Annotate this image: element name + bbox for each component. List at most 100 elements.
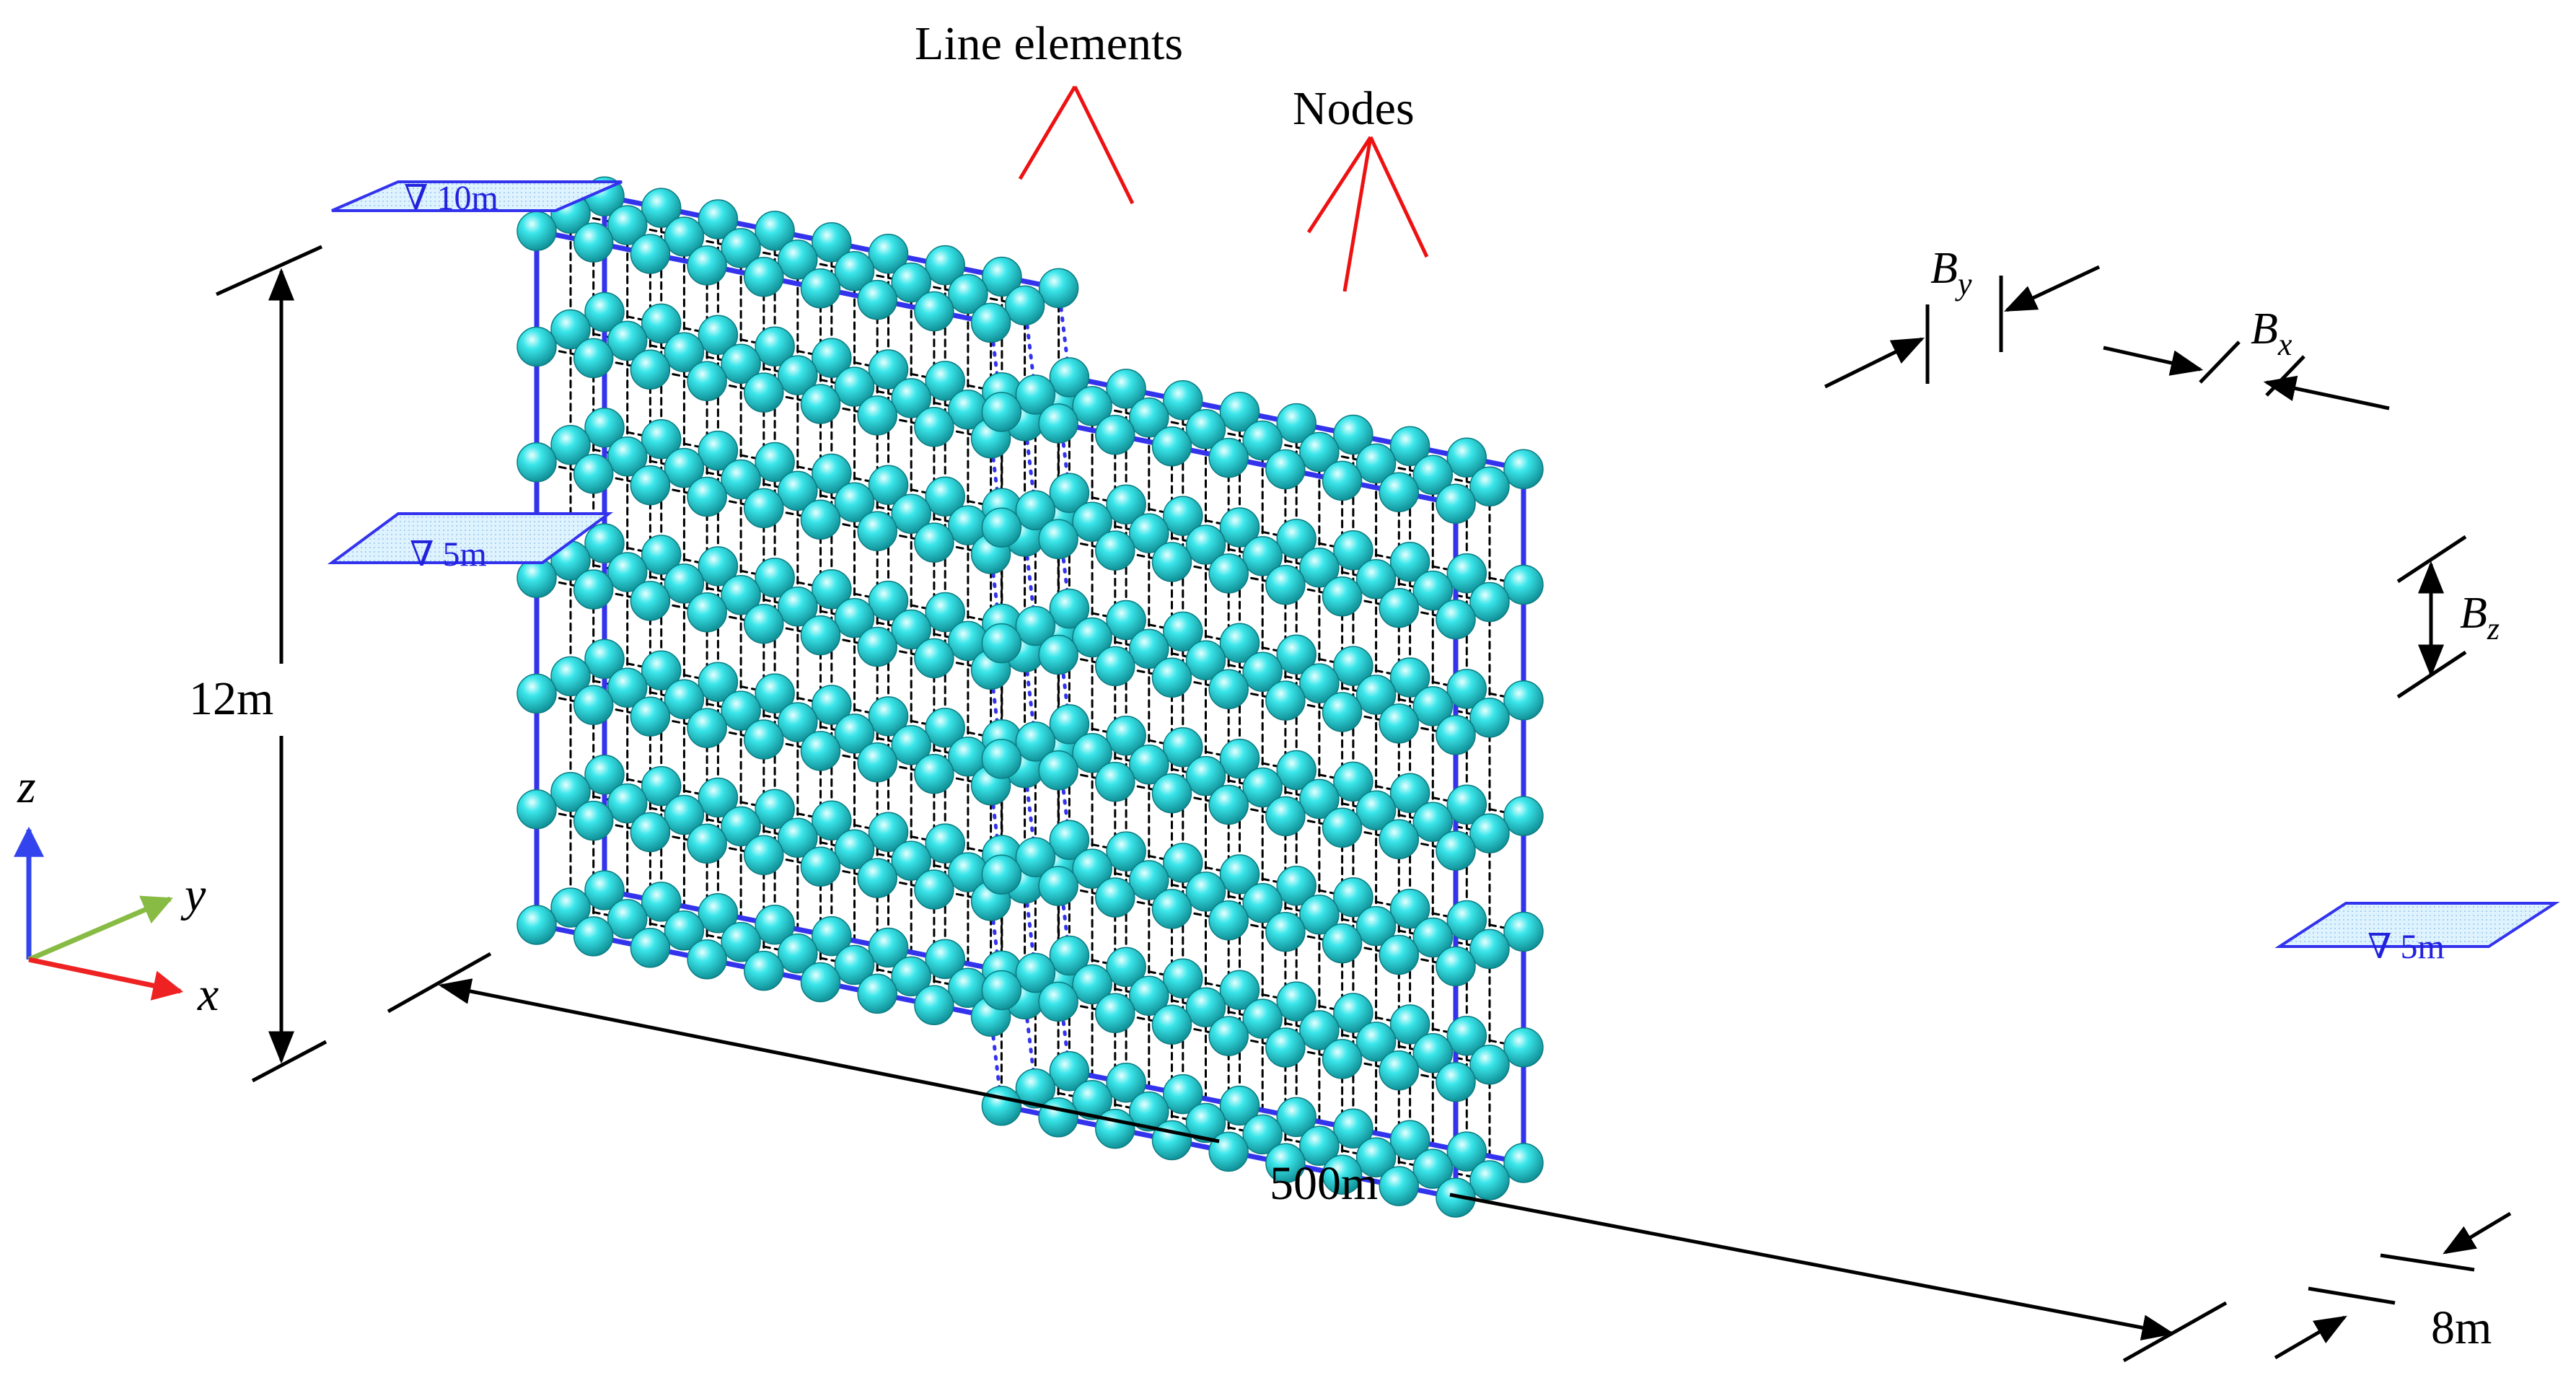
sphere-node-icon [1049, 588, 1090, 629]
water-level-right: ∇ 5m [2274, 902, 2560, 966]
sphere-node-icon [914, 753, 954, 794]
sphere-node-icon [868, 696, 909, 737]
sphere-node-icon [868, 812, 909, 852]
sphere-node-icon [834, 482, 875, 523]
sphere-node-icon [800, 962, 841, 1003]
sphere-node-icon [1333, 414, 1373, 455]
sphere-node-icon [721, 575, 761, 615]
sphere-node-icon [1436, 946, 1476, 987]
sphere-node-icon [664, 447, 705, 488]
sphere-node-icon [1106, 947, 1146, 988]
sphere-node-icon [1322, 923, 1363, 964]
sphere-node-icon [800, 615, 841, 656]
sphere-node-icon [1322, 692, 1363, 732]
sphere-node-icon [1333, 761, 1373, 802]
sphere-node-icon [891, 609, 931, 650]
sphere-node-icon [641, 765, 682, 807]
bx-spacing-marker: Bx [2103, 304, 2390, 410]
sphere-node-icon [1049, 935, 1090, 976]
sphere-node-icon [1322, 1154, 1363, 1195]
sphere-node-icon [1129, 513, 1169, 553]
sphere-node-icon [1436, 599, 1476, 640]
water-level-plate [331, 180, 623, 212]
sphere-node-icon [1163, 496, 1203, 536]
sphere-node-icon [1389, 541, 1430, 582]
sphere-node-icon [1265, 449, 1306, 490]
sphere-node-icon [868, 233, 909, 274]
sphere-node-icon [1446, 1016, 1487, 1056]
sphere-node-icon [1208, 553, 1249, 594]
sphere-node-icon [641, 303, 682, 344]
sphere-node-icon [1333, 877, 1373, 918]
sphere-node-icon [1265, 565, 1306, 605]
sphere-node-icon [812, 800, 852, 841]
sphere-node-icon [1503, 1027, 1544, 1068]
sphere-node-icon [1219, 854, 1260, 895]
sphere-node-icon [1436, 715, 1476, 755]
sphere-node-icon [698, 546, 739, 587]
water-level-label: ∇ 5m [2368, 928, 2445, 966]
sphere-node-icon [868, 580, 909, 621]
sphere-node-icon [1163, 611, 1203, 652]
sphere-node-icon [925, 476, 965, 517]
nodes-callout: Nodes [1293, 82, 1429, 292]
sphere-node-icon [1095, 530, 1135, 571]
sphere-node-icon [721, 921, 761, 962]
sphere-node-icon [630, 234, 671, 274]
coordinate-axes: z y x [13, 760, 219, 1021]
sphere-node-icon [755, 789, 795, 830]
sphere-node-icon [584, 754, 625, 795]
sphere-node-icon [721, 459, 761, 500]
sphere-node-icon [1049, 473, 1090, 514]
sphere-node-icon [1072, 1079, 1112, 1120]
sphere-node-icon [550, 425, 591, 465]
sphere-node-icon [981, 854, 1022, 895]
sphere-node-icon [925, 245, 965, 286]
sphere-node-icon [834, 597, 875, 638]
sphere-node-icon [1265, 911, 1306, 952]
x-axis-label: x [197, 968, 219, 1021]
sphere-node-icon [1095, 877, 1135, 918]
sphere-node-icon [1379, 934, 1420, 975]
sphere-node-icon [1446, 669, 1487, 709]
sphere-node-icon [1151, 542, 1192, 582]
sphere-node-icon [1299, 894, 1340, 935]
sphere-node-icon [1015, 605, 1056, 646]
sphere-node-icon [1129, 1091, 1169, 1132]
bz-spacing-marker: Bz [2396, 535, 2500, 699]
nodes-label: Nodes [1293, 82, 1415, 135]
sphere-node-icon [698, 777, 739, 818]
sphere-node-icon [584, 870, 625, 910]
sphere-node-icon [1106, 716, 1146, 756]
sphere-node-icon [550, 309, 591, 350]
sphere-node-icon [1276, 750, 1316, 791]
sphere-node-icon [1355, 675, 1397, 715]
by-label: By [1930, 244, 1972, 302]
sphere-node-icon [1276, 866, 1316, 906]
y-axis-arrow [27, 895, 173, 962]
sphere-node-icon [1355, 905, 1397, 947]
sphere-node-icon [721, 228, 761, 268]
sphere-node-icon [1379, 1166, 1420, 1206]
sphere-node-icon [868, 927, 909, 968]
sphere-node-icon [744, 835, 784, 876]
sphere-node-icon [1299, 1010, 1340, 1050]
sphere-node-icon [1379, 819, 1420, 859]
sphere-node-icon [721, 690, 761, 731]
sphere-node-icon [1163, 726, 1203, 768]
sphere-node-icon [914, 985, 954, 1026]
sphere-node-icon [664, 910, 705, 951]
sphere-node-icon [812, 568, 852, 610]
sphere-node-icon [664, 332, 705, 373]
sphere-node-icon [573, 685, 614, 726]
sphere-node-icon [1242, 998, 1283, 1039]
sphere-node-icon [1015, 837, 1056, 877]
sphere-node-icon [630, 465, 671, 506]
sphere-node-icon [778, 586, 818, 627]
sphere-node-icon [1049, 704, 1090, 745]
sphere-node-icon [607, 205, 648, 245]
sphere-node-icon [1265, 1027, 1306, 1068]
sphere-node-icon [1503, 1143, 1544, 1183]
sphere-node-icon [891, 725, 931, 765]
sphere-node-icon [687, 823, 727, 864]
